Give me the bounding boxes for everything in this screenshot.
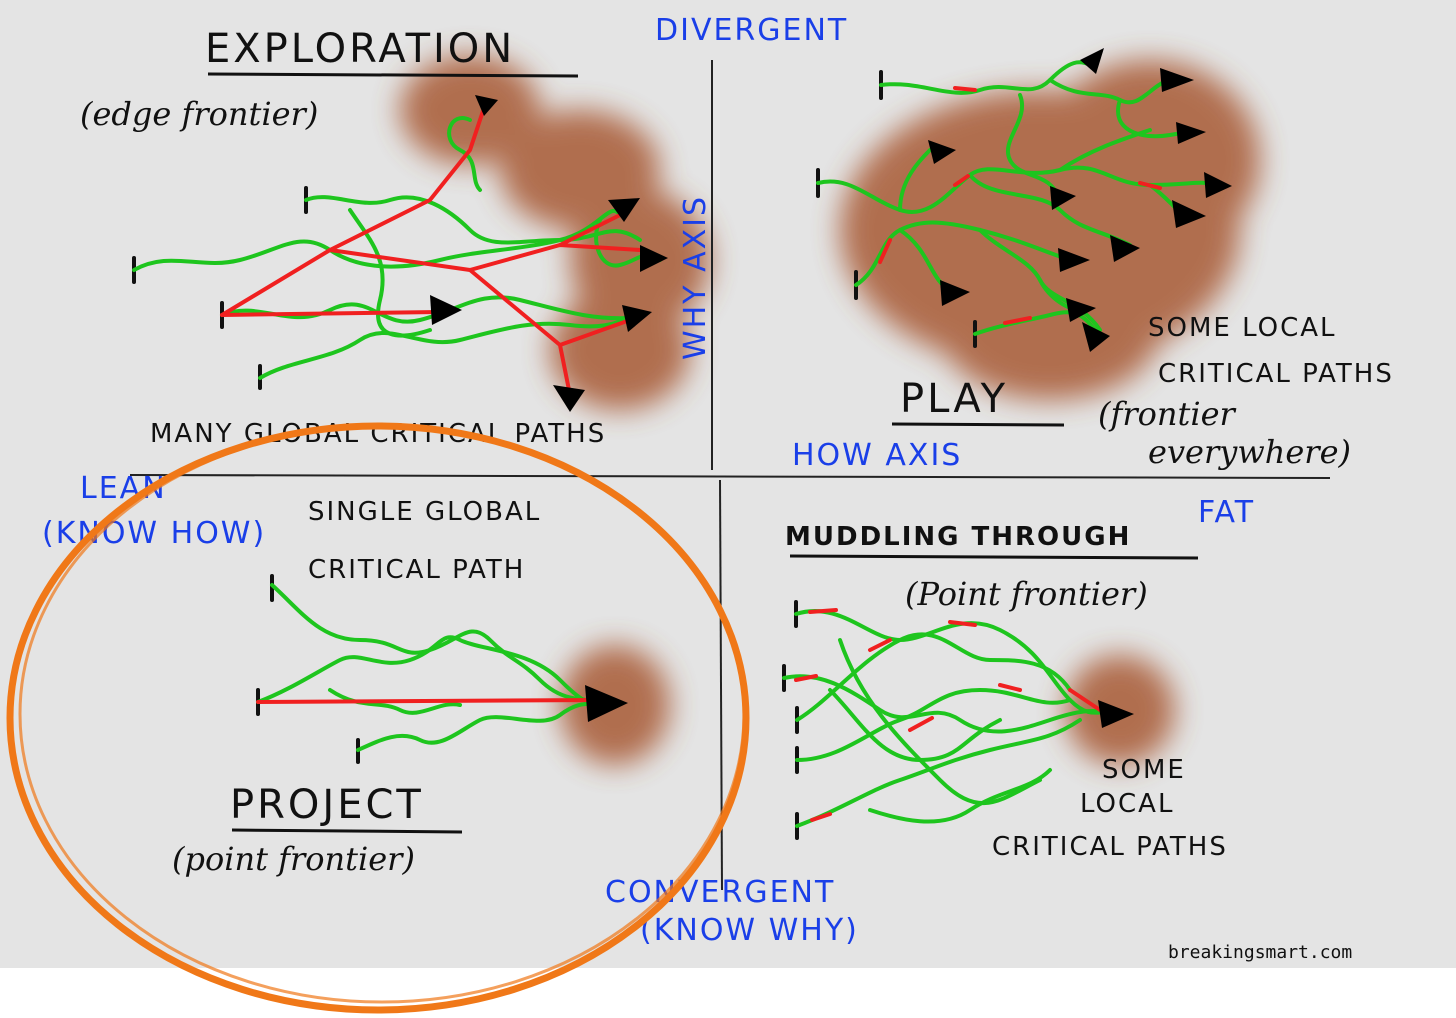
project-quadrant: SINGLE GLOBAL CRITICAL PATH PROJECT (poi…	[172, 497, 628, 878]
play-caption-line2: CRITICAL PATHS	[1158, 359, 1394, 389]
axis-label-know-why: (KNOW WHY)	[640, 913, 859, 948]
exploration-subtitle: (edge frontier)	[80, 95, 318, 133]
arrowhead	[1098, 700, 1134, 728]
arrowhead	[1080, 48, 1104, 74]
arrowhead	[1082, 322, 1110, 352]
credit-text: breakingsmart.com	[1168, 942, 1352, 963]
arrowhead	[1110, 235, 1140, 262]
arrowhead	[553, 385, 585, 412]
play-subtitle-line1: (frontier	[1098, 395, 1237, 433]
exploration-title-underline	[207, 72, 579, 78]
arrowhead	[1176, 122, 1206, 144]
arrowhead	[928, 140, 956, 164]
play-title-underline	[891, 422, 1065, 427]
play-subtitle-line2: everywhere)	[1148, 433, 1351, 471]
arrowhead	[585, 685, 628, 722]
horizontal-axis	[129, 474, 1331, 479]
muddling-subtitle: (Point frontier)	[905, 575, 1148, 613]
arrowhead	[430, 295, 462, 325]
play-caption-line1: SOME LOCAL	[1148, 313, 1337, 343]
project-caption-line2: CRITICAL PATH	[308, 555, 525, 585]
project-title: PROJECT	[230, 782, 424, 828]
axis-label-why-axis: WHY AXIS	[678, 195, 713, 360]
exploration-quadrant: EXPLORATION (edge frontier) MANY GLOBAL …	[80, 26, 668, 449]
muddling-quadrant: MUDDLING THROUGH (Point frontier) SOME L…	[782, 522, 1228, 862]
axis-label-know-how: (KNOW HOW)	[42, 516, 266, 551]
arrowhead	[1204, 172, 1232, 198]
arrowhead	[1058, 248, 1090, 272]
axis-label-convergent: CONVERGENT	[605, 875, 835, 910]
project-caption-line1: SINGLE GLOBAL	[308, 497, 541, 527]
arrowhead	[1066, 298, 1096, 322]
muddling-title: MUDDLING THROUGH	[785, 522, 1131, 552]
project-title-underline	[231, 828, 463, 834]
axis-label-divergent: DIVERGENT	[655, 13, 848, 48]
play-title: PLAY	[900, 376, 1008, 422]
project-subtitle: (point frontier)	[172, 840, 415, 878]
muddling-title-underline	[789, 554, 1199, 560]
arrowhead	[1050, 186, 1076, 210]
axis-label-how-axis: HOW AXIS	[792, 438, 962, 473]
muddling-caption-line1: SOME	[1102, 755, 1186, 785]
arrowhead	[1160, 68, 1194, 92]
exploration-title: EXPLORATION	[205, 26, 515, 72]
arrowhead	[622, 305, 652, 332]
arrowhead	[1172, 200, 1206, 228]
arrowhead	[940, 280, 970, 306]
play-quadrant: PLAY SOME LOCAL CRITICAL PATHS (frontier…	[816, 48, 1394, 471]
muddling-caption-line3: CRITICAL PATHS	[992, 832, 1228, 862]
muddling-caption-line2: LOCAL	[1080, 789, 1174, 819]
axis-label-fat: FAT	[1198, 495, 1255, 530]
arrowhead	[640, 245, 668, 272]
arrowhead	[475, 95, 498, 116]
arrowhead	[608, 198, 640, 222]
